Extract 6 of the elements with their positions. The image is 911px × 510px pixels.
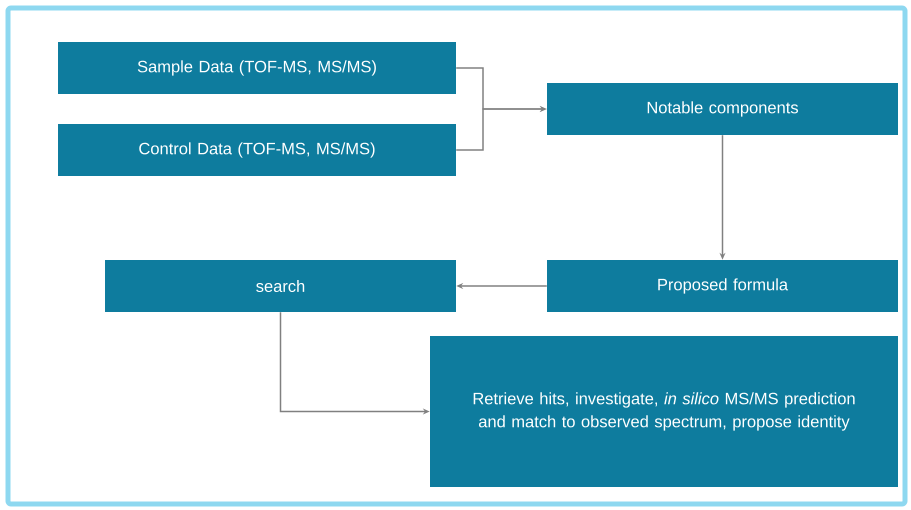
process-box: Notable components [547, 83, 898, 135]
process-box: search [105, 260, 456, 312]
process-box: Proposed formula [547, 260, 898, 312]
process-box: Sample Data (TOF-MS, MS/MS) [58, 42, 456, 94]
process-box: Control Data (TOF-MS, MS/MS) [58, 124, 456, 176]
process-box: Retrieve hits, investigate, in silico MS/MS prediction and match to observed spectrum, propose identity [430, 336, 898, 487]
